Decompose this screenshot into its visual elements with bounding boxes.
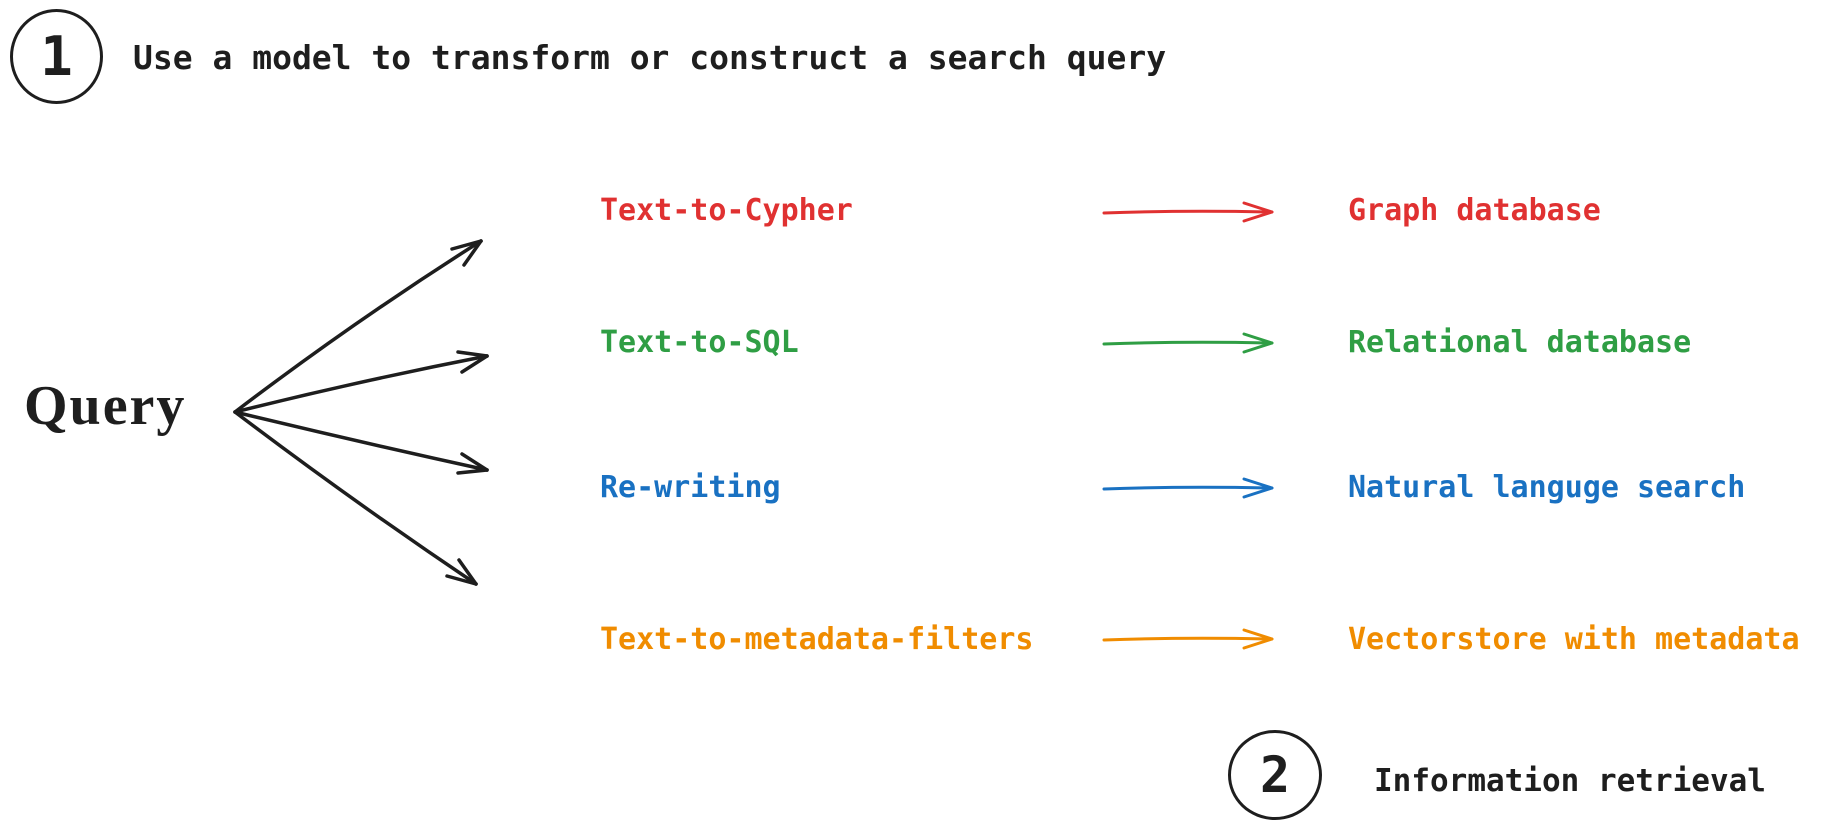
flow-arrow-icon <box>1102 201 1274 223</box>
transform-label-re-writing: Re-writing <box>600 470 781 505</box>
flow-arrow-icon <box>1102 477 1274 499</box>
step-1-label: Use a model to transform or construct a … <box>133 38 1167 77</box>
step-2-circle: 2 <box>1228 730 1322 820</box>
step-2-number: 2 <box>1259 746 1291 804</box>
fan-arrows-icon <box>233 239 489 586</box>
step-1-circle: 1 <box>10 9 103 104</box>
step-2-label: Information retrieval <box>1374 763 1766 799</box>
transform-label-text-to-cypher: Text-to-Cypher <box>600 193 853 228</box>
transform-label-text-to-sql: Text-to-SQL <box>600 325 799 360</box>
flow-arrow-stroke <box>1102 201 1274 223</box>
step-1-number: 1 <box>40 25 73 88</box>
target-label-relational-database: Relational database <box>1348 325 1692 360</box>
flow-arrow-stroke <box>1102 332 1274 354</box>
target-label-vectorstore-with-metadata: Vectorstore with metadata <box>1348 622 1800 657</box>
flow-arrow-icon <box>1102 628 1274 650</box>
flow-arrow-icon <box>1102 332 1274 354</box>
fan-arrow-strokes <box>233 239 489 586</box>
flow-arrow-stroke <box>1102 477 1274 499</box>
query-label: Query <box>24 375 187 437</box>
target-label-natural-language-search: Natural languge search <box>1348 470 1746 505</box>
transform-label-text-to-metadata-filters: Text-to-metadata-filters <box>600 622 1034 657</box>
target-label-graph-database: Graph database <box>1348 193 1601 228</box>
flow-arrow-stroke <box>1102 628 1274 650</box>
